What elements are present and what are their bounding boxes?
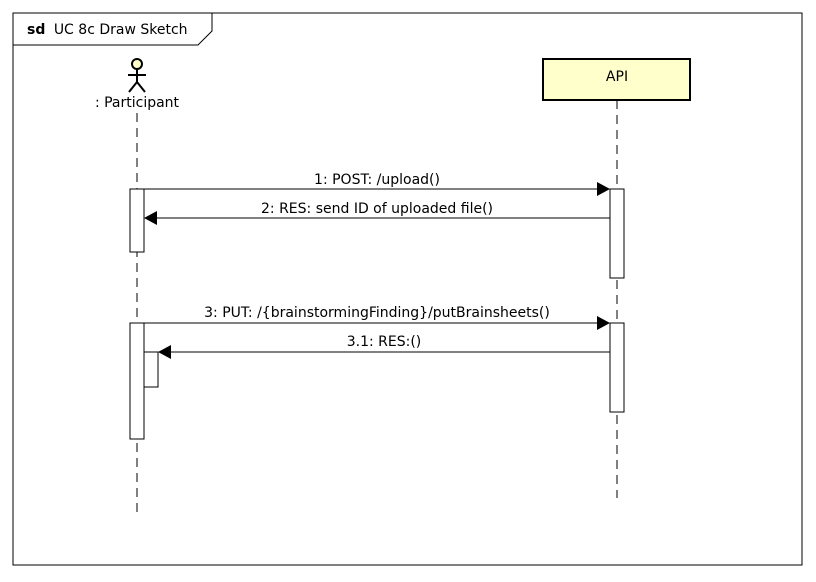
api-object-box [542,58,691,101]
message-3-label: 3: PUT: /{brainstormingFinding}/putBrain… [204,305,550,321]
api-activation-2 [609,322,625,413]
message-3-1-arrowhead [158,345,171,359]
participant-activation-2 [129,322,145,440]
message-3-arrowhead [597,316,610,330]
message-1-label: 1: POST: /upload() [314,172,440,188]
frame-keyword: sd [27,22,45,38]
message-1-arrowhead [597,182,610,196]
message-2-arrowhead [144,211,157,225]
message-2-label: 2: RES: send ID of uploaded file() [261,201,493,217]
participant-actor-icon [128,58,146,93]
message-3-1-label: 3.1: RES:() [347,334,422,350]
frame-title-text: UC 8c Draw Sketch [54,22,188,38]
api-label: API [606,69,628,85]
frame-tab [13,13,213,46]
participant-label: : Participant [95,95,180,111]
participant-activation-1 [129,188,145,253]
frame-title: sd UC 8c Draw Sketch [27,22,188,38]
frame-border [12,12,803,566]
participant-activation-nested [143,351,159,388]
api-activation-1 [609,188,625,279]
